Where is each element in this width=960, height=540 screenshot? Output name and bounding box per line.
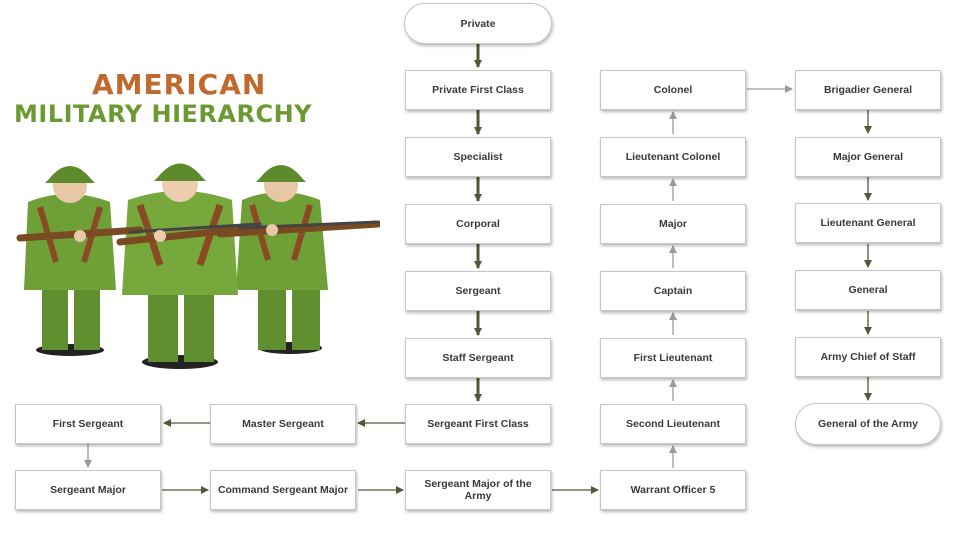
rank-private-first-class: Private First Class (405, 70, 551, 110)
rank-first-lieutenant: First Lieutenant (600, 338, 746, 378)
rank-sergeant-major-of-the-army: Sergeant Major of the Army (405, 470, 551, 510)
rank-command-sergeant-major: Command Sergeant Major (210, 470, 356, 510)
rank-first-sergeant: First Sergeant (15, 404, 161, 444)
rank-colonel: Colonel (600, 70, 746, 110)
rank-warrant-officer-5: Warrant Officer 5 (600, 470, 746, 510)
rank-sergeant-first-class: Sergeant First Class (405, 404, 551, 444)
rank-brigadier-general: Brigadier General (795, 70, 941, 110)
rank-major-general: Major General (795, 137, 941, 177)
rank-sergeant-major: Sergeant Major (15, 470, 161, 510)
rank-master-sergeant: Master Sergeant (210, 404, 356, 444)
rank-captain: Captain (600, 271, 746, 311)
rank-lieutenant-general: Lieutenant General (795, 203, 941, 243)
title-line-2: MILITARY HIERARCHY (14, 100, 313, 128)
title-line-1: AMERICAN (92, 68, 267, 101)
rank-specialist: Specialist (405, 137, 551, 177)
rank-private: Private (404, 3, 552, 44)
rank-lieutenant-colonel: Lieutenant Colonel (600, 137, 746, 177)
rank-second-lieutenant: Second Lieutenant (600, 404, 746, 444)
rank-general: General (795, 270, 941, 310)
rank-sergeant: Sergeant (405, 271, 551, 311)
rank-major: Major (600, 204, 746, 244)
rank-army-chief-of-staff: Army Chief of Staff (795, 337, 941, 377)
soldiers-with-rifles-icon (16, 163, 380, 369)
rank-staff-sergeant: Staff Sergeant (405, 338, 551, 378)
rank-general-of-the-army: General of the Army (795, 403, 941, 445)
rank-corporal: Corporal (405, 204, 551, 244)
